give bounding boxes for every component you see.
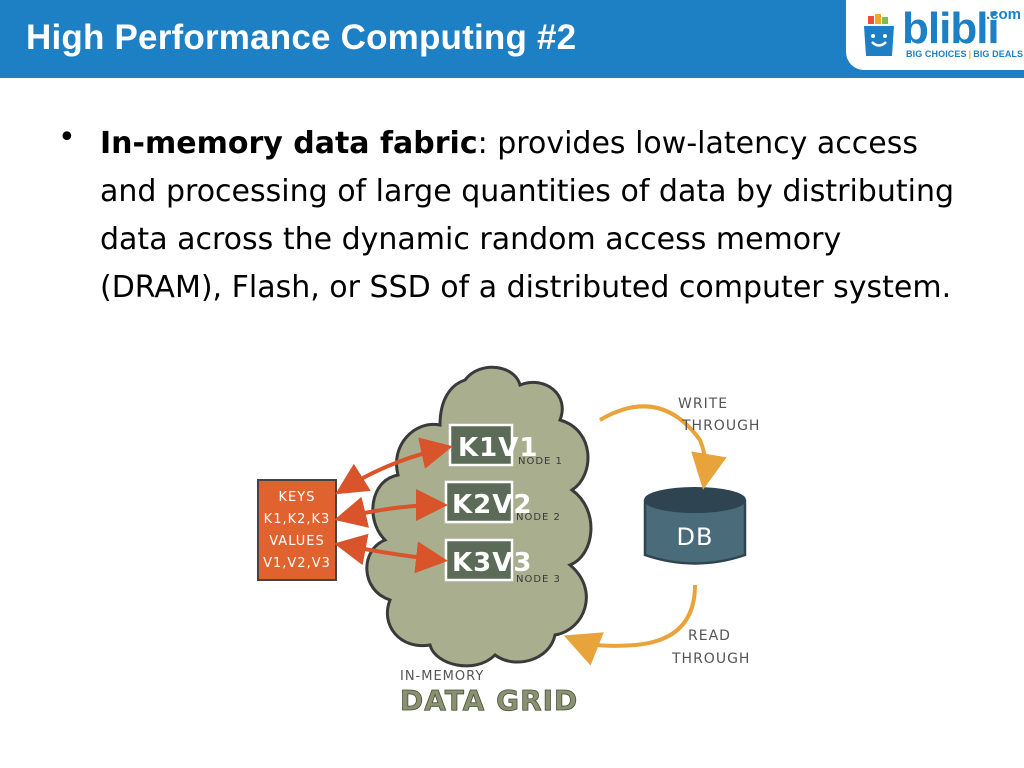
logo-tagline-left: BIG CHOICES	[906, 49, 967, 59]
read-label-2: THROUGH	[671, 651, 750, 667]
bullet-marker: •	[58, 120, 76, 155]
client-line-4: V1,V2,V3	[263, 556, 331, 571]
write-label-2: THROUGH	[681, 418, 760, 434]
database-cylinder: DB	[643, 487, 747, 565]
arrow-write-through	[598, 404, 727, 490]
caption-large: DATA GRID	[400, 684, 578, 717]
node-3-label: NODE 3	[516, 574, 561, 585]
logo-tagline: BIG CHOICES|BIG DEALS	[906, 49, 1023, 59]
bullet-item: In-memory data fabric: provides low-late…	[100, 120, 960, 312]
arrow-client-node-3	[334, 533, 448, 574]
client-line-1: KEYS	[279, 490, 316, 505]
caption-small: IN-MEMORY	[400, 669, 484, 684]
slide-header: High Performance Computing #2 blibli .co…	[0, 0, 1024, 78]
node-2-label: NODE 2	[516, 512, 561, 523]
client-line-2: K1,K2,K3	[264, 512, 331, 527]
tagline-separator: |	[968, 49, 972, 59]
logo-wordmark: blibli	[902, 4, 1000, 53]
node-3-pair: K3V3	[452, 548, 532, 578]
node-2-pair: K2V2	[452, 490, 532, 520]
logo-suffix: .com	[986, 6, 1022, 23]
client-line-3: VALUES	[269, 534, 325, 549]
node-3: K3V3 NODE 3	[444, 538, 561, 585]
db-label: DB	[677, 523, 714, 551]
arrow-client-node-1	[335, 437, 453, 495]
write-label-1: WRITE	[678, 396, 728, 412]
client-box: KEYS K1,K2,K3 VALUES V1,V2,V3	[257, 479, 337, 581]
logo-tagline-right: BIG DEALS	[973, 49, 1024, 59]
slide-title: High Performance Computing #2	[26, 18, 577, 57]
node-1-pair: K1V1	[458, 433, 538, 463]
read-label-1: READ	[688, 628, 731, 644]
bullet-term: In-memory data fabric	[100, 126, 478, 161]
arrow-client-node-2	[334, 489, 448, 528]
data-grid-diagram: K1V1 NODE 1 K2V2 NODE 2 K3V3 NODE 3 KEYS…	[257, 365, 760, 717]
bullet-description: : provides low-latency access and proces…	[100, 126, 955, 305]
arrow-read-through	[563, 584, 697, 666]
blibli-logo: blibli .com BIG CHOICES|BIG DEALS	[846, 0, 1024, 70]
shopping-bag-icon	[864, 14, 894, 56]
node-1-label: NODE 1	[518, 456, 563, 467]
